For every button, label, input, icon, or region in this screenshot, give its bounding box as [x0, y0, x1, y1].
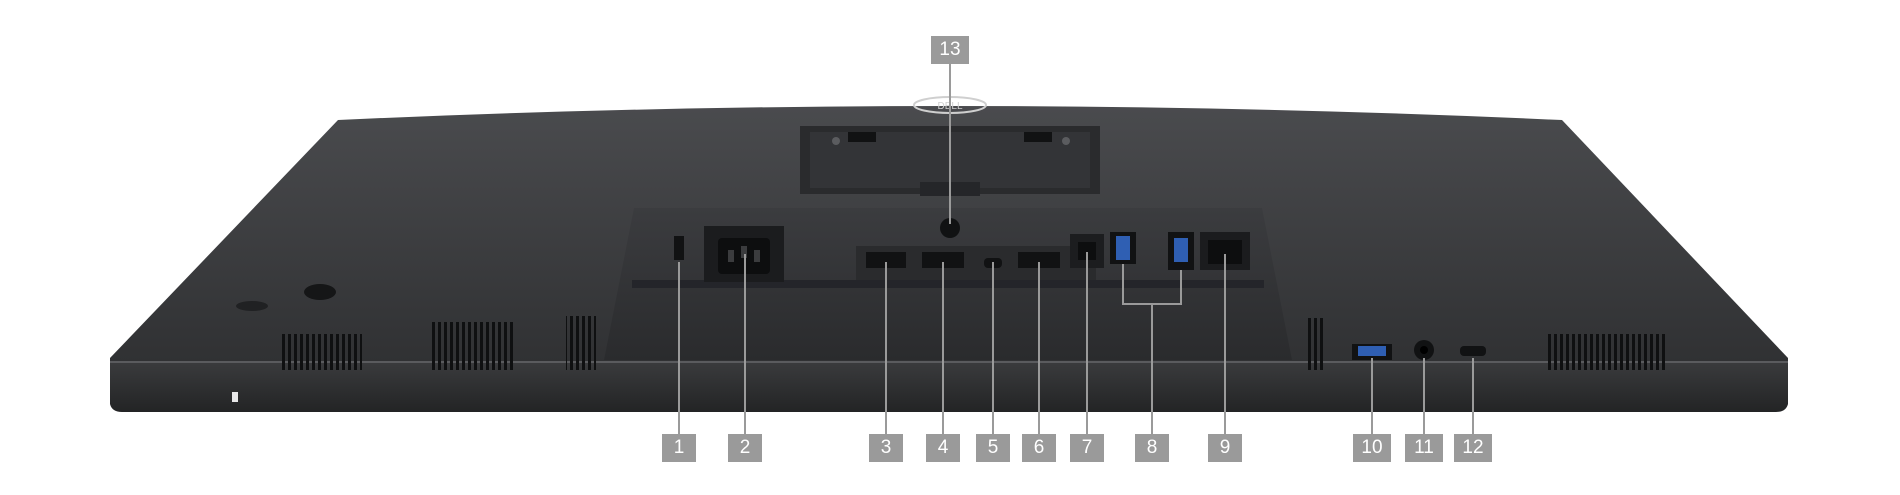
power-button	[236, 301, 268, 311]
vent-left-3	[566, 316, 596, 370]
callout-2: 2	[728, 434, 762, 462]
callout-7: 7	[1070, 434, 1104, 462]
callout-12: 12	[1454, 434, 1492, 462]
callout-1: 1	[662, 434, 696, 462]
callout-11: 11	[1405, 434, 1443, 462]
monitor-bottom-edge	[110, 362, 1788, 412]
joystick	[304, 284, 336, 300]
indicator-light	[232, 392, 238, 402]
usb-c-side-port	[1460, 346, 1486, 356]
callout-3: 3	[869, 434, 903, 462]
hdmi-port	[866, 252, 906, 268]
security-lock-slot	[674, 236, 684, 260]
callout-5: 5	[976, 434, 1010, 462]
vent-left-1	[280, 334, 362, 370]
callout-8: 8	[1135, 434, 1169, 462]
callout-4: 4	[926, 434, 960, 462]
callout-10: 10	[1353, 434, 1391, 462]
callout-13: 13	[931, 36, 969, 64]
vent-right-2	[1548, 334, 1668, 370]
cable-clip	[940, 218, 960, 238]
callout-6: 6	[1022, 434, 1056, 462]
vent-right-1	[1308, 318, 1326, 370]
displayport-out	[1018, 252, 1060, 268]
callout-9: 9	[1208, 434, 1242, 462]
vent-left-2	[432, 322, 516, 370]
displayport-in	[922, 252, 964, 268]
